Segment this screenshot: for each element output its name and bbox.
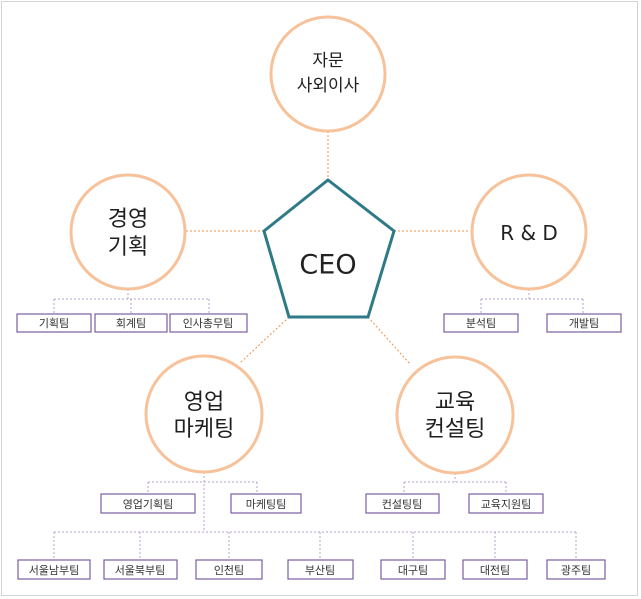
team-label-planning-1: 기획팀 bbox=[39, 317, 69, 330]
team-label-rnd-1: 분석팀 bbox=[466, 317, 496, 330]
connector-ceo-sales bbox=[239, 316, 290, 364]
team-label-branch-1: 서울남부팀 bbox=[29, 564, 80, 577]
team-label-branch-6: 대전팀 bbox=[480, 564, 510, 577]
edu-label-line2: 컨설팅 bbox=[425, 417, 486, 442]
advisory-circle bbox=[269, 15, 387, 133]
team-label-edu-2: 교육지원팀 bbox=[481, 498, 532, 511]
rnd-label: R & D bbox=[500, 221, 558, 245]
team-box-branch-7 bbox=[546, 559, 606, 580]
team-box-sales-2 bbox=[230, 493, 302, 514]
team-box-planning-3 bbox=[169, 313, 248, 333]
sales-label-line2: 마케팅 bbox=[174, 417, 235, 442]
planning-circle bbox=[69, 173, 187, 291]
team-label-rnd-2: 개발팀 bbox=[569, 317, 599, 330]
team-label-sales-1: 영업기획팀 bbox=[123, 498, 174, 511]
team-box-edu-2 bbox=[468, 493, 544, 514]
ceo-label: CEO bbox=[299, 250, 356, 281]
team-label-branch-7: 광주팀 bbox=[561, 564, 591, 577]
connector-ceo-edu bbox=[367, 316, 411, 365]
advisory-label-line1: 자문 bbox=[312, 51, 343, 71]
team-label-planning-2: 회계팀 bbox=[116, 317, 146, 330]
team-box-rnd-1 bbox=[443, 313, 519, 333]
edu-label-line1: 교육 bbox=[435, 390, 475, 415]
team-box-branch-5 bbox=[380, 559, 446, 580]
team-box-branch-1 bbox=[17, 559, 91, 580]
team-box-edu-1 bbox=[365, 493, 440, 514]
planning-label-line1: 경영 bbox=[108, 207, 148, 232]
sales-label-line1: 영업 bbox=[184, 390, 224, 415]
team-box-branch-4 bbox=[287, 559, 354, 580]
team-label-edu-1: 컨설팅팀 bbox=[382, 498, 422, 511]
edu-circle bbox=[395, 355, 515, 475]
team-label-sales-2: 마케팅팀 bbox=[246, 498, 286, 511]
team-box-branch-3 bbox=[195, 559, 263, 580]
team-box-sales-1 bbox=[100, 493, 196, 514]
team-box-branch-2 bbox=[103, 559, 178, 580]
sales-circle bbox=[144, 354, 264, 474]
rnd-circle bbox=[470, 173, 588, 291]
team-label-branch-2: 서울북부팀 bbox=[115, 564, 166, 577]
team-box-rnd-2 bbox=[546, 313, 622, 333]
team-box-planning-2 bbox=[94, 313, 168, 333]
team-label-planning-3: 인사총무팀 bbox=[183, 317, 234, 330]
planning-label-line2: 기획 bbox=[108, 235, 148, 260]
team-label-branch-3: 인천팀 bbox=[214, 563, 244, 577]
advisory-label-line2: 사외이사 bbox=[297, 76, 360, 96]
ceo-pentagon bbox=[262, 178, 396, 319]
team-label-branch-4: 부산팀 bbox=[305, 564, 335, 577]
team-label-branch-5: 대구팀 bbox=[398, 564, 428, 577]
team-box-branch-6 bbox=[462, 559, 528, 580]
team-box-planning-1 bbox=[16, 313, 92, 333]
